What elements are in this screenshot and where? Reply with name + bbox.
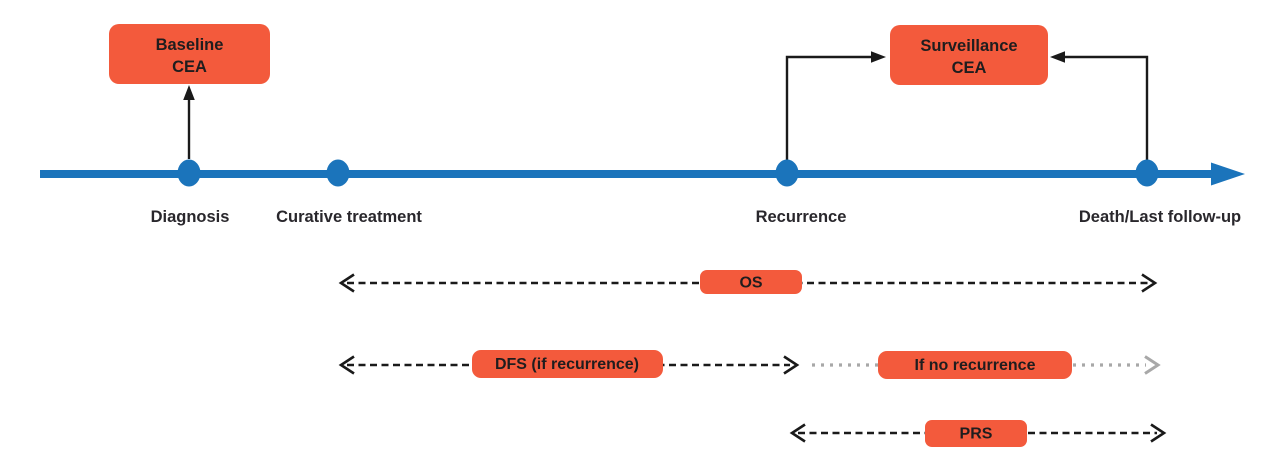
prs-label: PRS — [960, 426, 993, 443]
dot-curative-treatment — [326, 159, 350, 187]
no-recurrence-label-box — [878, 351, 1072, 379]
os-right-arrowhead-icon — [1141, 273, 1158, 293]
baseline-cea-line2: CEA — [172, 58, 207, 76]
prs-left-arrowhead-icon — [789, 423, 806, 443]
event-label-death-last-follow-up: Death/Last follow-up — [1079, 208, 1241, 226]
dfs-label: DFS (if recurrence) — [495, 356, 639, 373]
dot-death-last-follow-up — [1135, 159, 1159, 187]
baseline-cea-box: Baseline CEA — [109, 24, 270, 84]
baseline-cea-line1: Baseline — [156, 36, 224, 54]
os-label-box — [700, 270, 802, 294]
timeline-dots — [177, 159, 1159, 187]
os-label: OS — [739, 275, 762, 292]
recurrence-elbow-arrowhead-icon — [871, 51, 886, 63]
interval-os: OS — [338, 270, 1158, 294]
prs-label-box — [925, 420, 1027, 447]
baseline-arrowhead-icon — [183, 85, 195, 100]
surveillance-cea-line2: CEA — [952, 59, 987, 77]
surveillance-cea-box: Surveillance CEA — [890, 25, 1048, 85]
prs-right-arrowhead-icon — [1150, 423, 1167, 443]
surveillance-cea-line1: Surveillance — [920, 37, 1017, 55]
dfs-left-arrowhead-icon — [338, 355, 355, 375]
interval-dfs: DFS (if recurrence) — [338, 350, 800, 378]
recurrence-elbow-line — [785, 55, 873, 160]
timeline-arrowhead-icon — [1211, 162, 1245, 186]
no-recurrence-right-arrowhead-icon — [1144, 355, 1161, 375]
interval-no-recurrence: If no recurrence — [812, 351, 1161, 379]
callout-arrows — [187, 55, 1149, 160]
death-elbow-line — [1063, 55, 1149, 160]
dfs-label-box — [472, 350, 663, 378]
dot-diagnosis — [177, 159, 201, 187]
interval-prs: PRS — [789, 420, 1167, 447]
event-label-recurrence: Recurrence — [756, 208, 847, 226]
event-label-curative-treatment: Curative treatment — [276, 208, 422, 226]
dfs-right-arrowhead-icon — [783, 355, 800, 375]
death-elbow-arrowhead-icon — [1050, 51, 1065, 63]
no-recurrence-label: If no recurrence — [915, 357, 1036, 374]
event-label-diagnosis: Diagnosis — [151, 208, 230, 226]
os-left-arrowhead-icon — [338, 273, 355, 293]
dot-recurrence — [775, 159, 799, 187]
